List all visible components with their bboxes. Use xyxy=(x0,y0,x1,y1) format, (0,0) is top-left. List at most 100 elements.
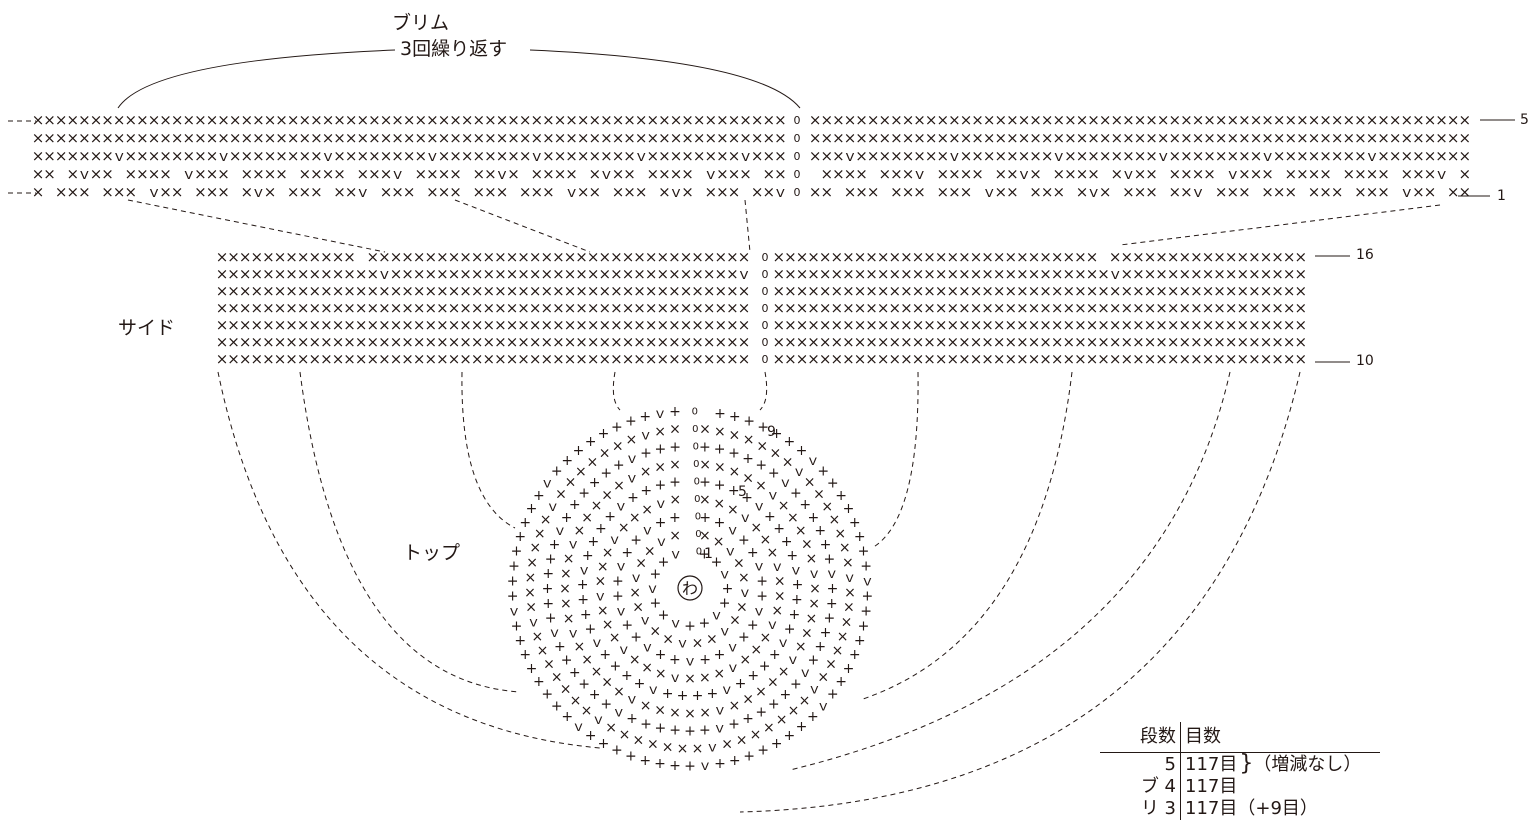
single-crochet-stitch: × xyxy=(726,333,739,351)
single-crochet-stitch: × xyxy=(274,299,287,317)
single-crochet-stitch: × xyxy=(958,350,971,368)
single-crochet-stitch: × xyxy=(807,350,820,368)
single-crochet-stitch: × xyxy=(1190,299,1203,317)
single-crochet-stitch: × xyxy=(55,129,68,147)
single-crochet-stitch: × xyxy=(1041,147,1054,165)
single-crochet-stitch: × xyxy=(136,165,149,183)
single-crochet-stitch: × xyxy=(1063,265,1076,283)
top-stitch: ｖ xyxy=(786,652,800,668)
single-crochet-stitch: × xyxy=(819,248,832,266)
single-crochet-stitch: × xyxy=(738,350,751,368)
single-crochet-stitch: × xyxy=(657,316,670,334)
table-count: 117目 xyxy=(1185,776,1238,797)
single-crochet-stitch: × xyxy=(1237,316,1250,334)
single-crochet-stitch: × xyxy=(552,265,565,283)
single-crochet-stitch: × xyxy=(1155,248,1168,266)
single-crochet-stitch: × xyxy=(1250,129,1263,147)
increase-stitch: ｖ xyxy=(634,147,649,165)
single-crochet-stitch: × xyxy=(913,111,926,129)
single-crochet-stitch: × xyxy=(703,248,716,266)
single-crochet-stitch: × xyxy=(1285,165,1298,183)
single-crochet-stitch: × xyxy=(1180,147,1193,165)
increase-stitch: ｖ xyxy=(1434,165,1449,183)
single-crochet-stitch: × xyxy=(1180,165,1193,183)
top-stitch: × xyxy=(591,664,603,680)
single-crochet-stitch: × xyxy=(357,147,370,165)
single-crochet-stitch: × xyxy=(844,165,857,183)
single-crochet-stitch: × xyxy=(494,316,507,334)
single-crochet-stitch: × xyxy=(958,333,971,351)
top-stitch: + xyxy=(508,558,520,574)
top-stitch: × xyxy=(597,603,609,619)
single-crochet-stitch: × xyxy=(1412,111,1425,129)
single-crochet-stitch: × xyxy=(599,350,612,368)
single-crochet-stitch: × xyxy=(252,111,265,129)
single-crochet-stitch: × xyxy=(1295,333,1308,351)
single-crochet-stitch: × xyxy=(728,129,741,147)
single-crochet-stitch: × xyxy=(1134,183,1147,201)
single-crochet-stitch: × xyxy=(459,350,472,368)
single-crochet-stitch: × xyxy=(473,147,486,165)
single-crochet-stitch: × xyxy=(716,111,729,129)
single-crochet-stitch: × xyxy=(937,111,950,129)
single-crochet-stitch: × xyxy=(948,129,961,147)
single-crochet-stitch: × xyxy=(216,333,229,351)
chain-stitch: 0 xyxy=(762,319,769,332)
top-stitch: × xyxy=(699,422,711,438)
increase-stitch: ｖ xyxy=(390,165,405,183)
top-stitch: ｖ xyxy=(617,642,631,658)
single-crochet-stitch: × xyxy=(1203,147,1216,165)
single-crochet-stitch: × xyxy=(867,183,880,201)
single-crochet-stitch: × xyxy=(1144,299,1157,317)
single-crochet-stitch: × xyxy=(345,147,358,165)
single-crochet-stitch: × xyxy=(425,282,438,300)
top-stitch: ｖ xyxy=(792,464,806,480)
top-stitch: + xyxy=(511,544,523,560)
single-crochet-stitch: × xyxy=(148,165,161,183)
top-stitch: + xyxy=(714,647,726,663)
single-crochet-stitch: × xyxy=(1029,111,1042,129)
single-crochet-stitch: × xyxy=(796,350,809,368)
top-stitch: ｖ xyxy=(638,613,652,629)
single-crochet-stitch: × xyxy=(809,147,822,165)
top-stitch: ｖ xyxy=(752,499,766,515)
single-crochet-stitch: × xyxy=(1099,183,1112,201)
single-crochet-stitch: × xyxy=(1238,129,1251,147)
brim-row-5-number: 5 xyxy=(1520,112,1529,128)
single-crochet-stitch: × xyxy=(136,129,149,147)
single-crochet-stitch: × xyxy=(1190,265,1203,283)
single-crochet-stitch: × xyxy=(436,299,449,317)
top-stitch: × xyxy=(788,703,800,719)
single-crochet-stitch: × xyxy=(658,129,671,147)
single-crochet-stitch: × xyxy=(647,165,660,183)
single-crochet-stitch: × xyxy=(981,282,994,300)
single-crochet-stitch: × xyxy=(1039,282,1052,300)
single-crochet-stitch: × xyxy=(285,248,298,266)
single-crochet-stitch: × xyxy=(55,183,68,201)
single-crochet-stitch: × xyxy=(589,147,602,165)
increase-stitch: ｖ xyxy=(494,165,509,183)
single-crochet-stitch: × xyxy=(483,333,496,351)
single-crochet-stitch: × xyxy=(343,316,356,334)
single-crochet-stitch: × xyxy=(1074,333,1087,351)
single-crochet-stitch: × xyxy=(589,111,602,129)
single-crochet-stitch: × xyxy=(355,299,368,317)
top-stitch: ｖ xyxy=(668,670,682,686)
single-crochet-stitch: × xyxy=(1005,350,1018,368)
single-crochet-stitch: × xyxy=(1366,111,1379,129)
top-stitch: + xyxy=(669,439,681,455)
single-crochet-stitch: × xyxy=(262,282,275,300)
chain-stitch: 0 xyxy=(794,114,801,127)
single-crochet-stitch: × xyxy=(542,165,555,183)
single-crochet-stitch: × xyxy=(889,350,902,368)
single-crochet-stitch: × xyxy=(1006,165,1019,183)
top-stitch: ｖ xyxy=(654,534,668,550)
single-crochet-stitch: × xyxy=(496,129,509,147)
single-crochet-stitch: × xyxy=(1459,111,1472,129)
single-crochet-stitch: × xyxy=(309,316,322,334)
single-crochet-stitch: × xyxy=(148,111,161,129)
top-row-9-number: 9 xyxy=(767,424,776,440)
single-crochet-stitch: × xyxy=(390,350,403,368)
single-crochet-stitch: × xyxy=(1227,111,1240,129)
single-crochet-stitch: × xyxy=(960,111,973,129)
